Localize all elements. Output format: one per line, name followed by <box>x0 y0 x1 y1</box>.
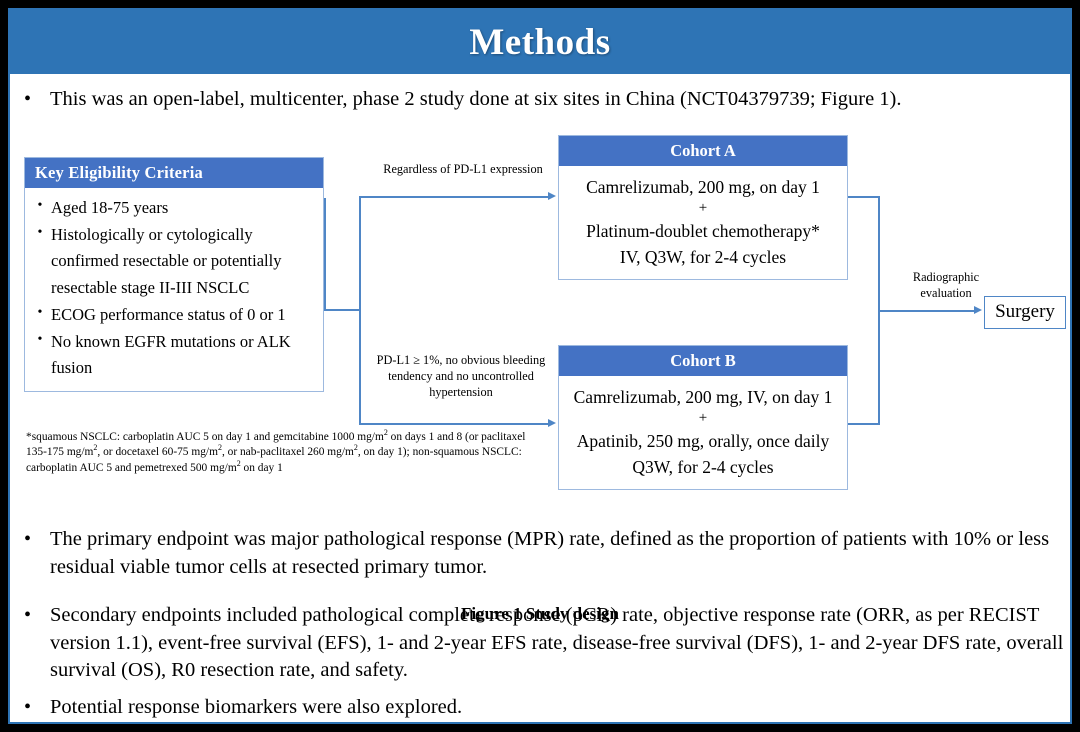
biomarker-text: Potential response biomarkers were also … <box>50 696 463 718</box>
connector-line-horizontal-stem <box>324 309 360 311</box>
bullet-marker: • <box>37 198 43 213</box>
branch-label-right: Radiographic evaluation <box>912 270 980 300</box>
intro-bullet: • This was an open-label, multicenter, p… <box>24 86 1064 114</box>
cohort-b-body: Camrelizumab, 200 mg, IV, on day 1 + Apa… <box>559 376 847 489</box>
footnote-superscript: 2 <box>383 428 388 438</box>
bullet-marker: • <box>24 696 32 718</box>
cohort-b-plus: + <box>698 410 708 427</box>
list-item: • Aged 18-75 years <box>29 195 317 222</box>
footnote-superscript: 2 <box>236 458 241 468</box>
connector-line-from-cohort-a <box>848 196 880 198</box>
cohort-a-body: Camrelizumab, 200 mg, on day 1 + Platinu… <box>559 166 847 279</box>
secondary-endpoint-bullet: • Secondary endpoints included pathologi… <box>24 602 1064 685</box>
primary-endpoint-bullet: • The primary endpoint was major patholo… <box>24 526 1064 581</box>
cohort-b-header: Cohort B <box>559 346 847 376</box>
cohort-b-box: Cohort B Camrelizumab, 200 mg, IV, on da… <box>558 345 848 490</box>
slide-page: Methods • This was an open-label, multic… <box>8 8 1072 724</box>
arrow-head-cohort-b <box>548 419 556 427</box>
study-design-diagram: Key Eligibility Criteria • Aged 18-75 ye… <box>10 120 1070 623</box>
connector-line-to-cohort-b <box>359 423 549 425</box>
arrow-head-cohort-a <box>548 192 556 200</box>
footnote-part: on day 1 <box>240 461 283 474</box>
footnote-part: *squamous NSCLC: carboplatin AUC 5 on da… <box>26 431 384 443</box>
branch-label-bottom: PD-L1 ≥ 1%, no obvious bleeding tendency… <box>376 353 546 399</box>
cohort-a-line-2: Platinum-doublet chemotherapy* <box>586 220 820 241</box>
bullet-marker: • <box>24 88 32 110</box>
cohort-a-line-3: IV, Q3W, for 2-4 cycles <box>619 246 787 267</box>
list-item: • No known EGFR mutations or ALK fusion <box>29 329 317 382</box>
eligibility-item-text: Aged 18-75 years <box>51 198 169 217</box>
cohort-a-header: Cohort A <box>559 136 847 166</box>
cohort-b-line-2: Apatinib, 250 mg, orally, once daily <box>576 430 830 451</box>
eligibility-item-text: Histologically or cytologically confirme… <box>51 224 282 298</box>
cohort-a-line-1: Camrelizumab, 200 mg, on day 1 <box>586 177 820 197</box>
bullet-marker: • <box>24 528 32 550</box>
connector-line-split <box>359 196 361 424</box>
footnote-part: , on day 1); non-squamous NSCLC: carbopl… <box>26 446 522 474</box>
cohort-b-line-1: Camrelizumab, 200 mg, IV, on day 1 <box>573 387 833 407</box>
figure-caption: Figure 1 Study design <box>461 604 619 623</box>
bullet-marker: • <box>24 604 32 626</box>
eligibility-list: • Aged 18-75 years • Histologically or c… <box>25 188 323 391</box>
chemotherapy-footnote: *squamous NSCLC: carboplatin AUC 5 on da… <box>26 428 542 476</box>
eligibility-item-text: No known EGFR mutations or ALK fusion <box>51 331 291 378</box>
footnote-superscript: 2 <box>353 443 358 453</box>
bullet-marker: • <box>37 224 43 240</box>
branch-label-top: Regardless of PD-L1 expression <box>383 162 543 176</box>
footnote-part: on days 1 and 8 (or paclitaxel 135-175 m… <box>26 431 526 459</box>
footnote-part: , or nab-paclitaxel 260 mg/m <box>221 446 354 459</box>
arrow-head-surgery <box>974 306 982 314</box>
footnote-superscript: 2 <box>217 443 222 453</box>
list-item: • ECOG performance status of 0 or 1 <box>29 302 317 329</box>
footnote-superscript: 2 <box>93 443 98 453</box>
intro-bullet-text: This was an open-label, multicenter, pha… <box>50 88 902 110</box>
footnote-part: , or docetaxel 60-75 mg/m <box>97 446 218 459</box>
primary-endpoint-text: The primary endpoint was major pathologi… <box>50 528 1050 578</box>
title-banner: Methods <box>10 10 1070 74</box>
connector-line-to-surgery <box>878 310 976 312</box>
secondary-endpoint-text: Secondary endpoints included pathologica… <box>50 604 1064 682</box>
eligibility-item-text: ECOG performance status of 0 or 1 <box>51 304 286 324</box>
cohort-b-line-3: Q3W, for 2-4 cycles <box>632 456 774 477</box>
bullet-marker: • <box>37 331 43 347</box>
list-item: • Histologically or cytologically confir… <box>29 222 317 302</box>
connector-line-to-cohort-a <box>359 196 549 198</box>
page-title: Methods <box>469 21 611 63</box>
cohort-a-box: Cohort A Camrelizumab, 200 mg, on day 1 … <box>558 135 848 280</box>
biomarker-bullet: • Potential response biomarkers were als… <box>24 694 1064 722</box>
eligibility-header: Key Eligibility Criteria <box>25 158 323 188</box>
surgery-box: Surgery <box>984 296 1066 329</box>
cohort-a-plus: + <box>698 200 708 217</box>
connector-line-from-cohort-b <box>848 423 880 425</box>
bullet-marker: • <box>37 304 43 320</box>
eligibility-box: Key Eligibility Criteria • Aged 18-75 ye… <box>24 157 324 393</box>
connector-line-vertical-stem <box>324 198 326 310</box>
